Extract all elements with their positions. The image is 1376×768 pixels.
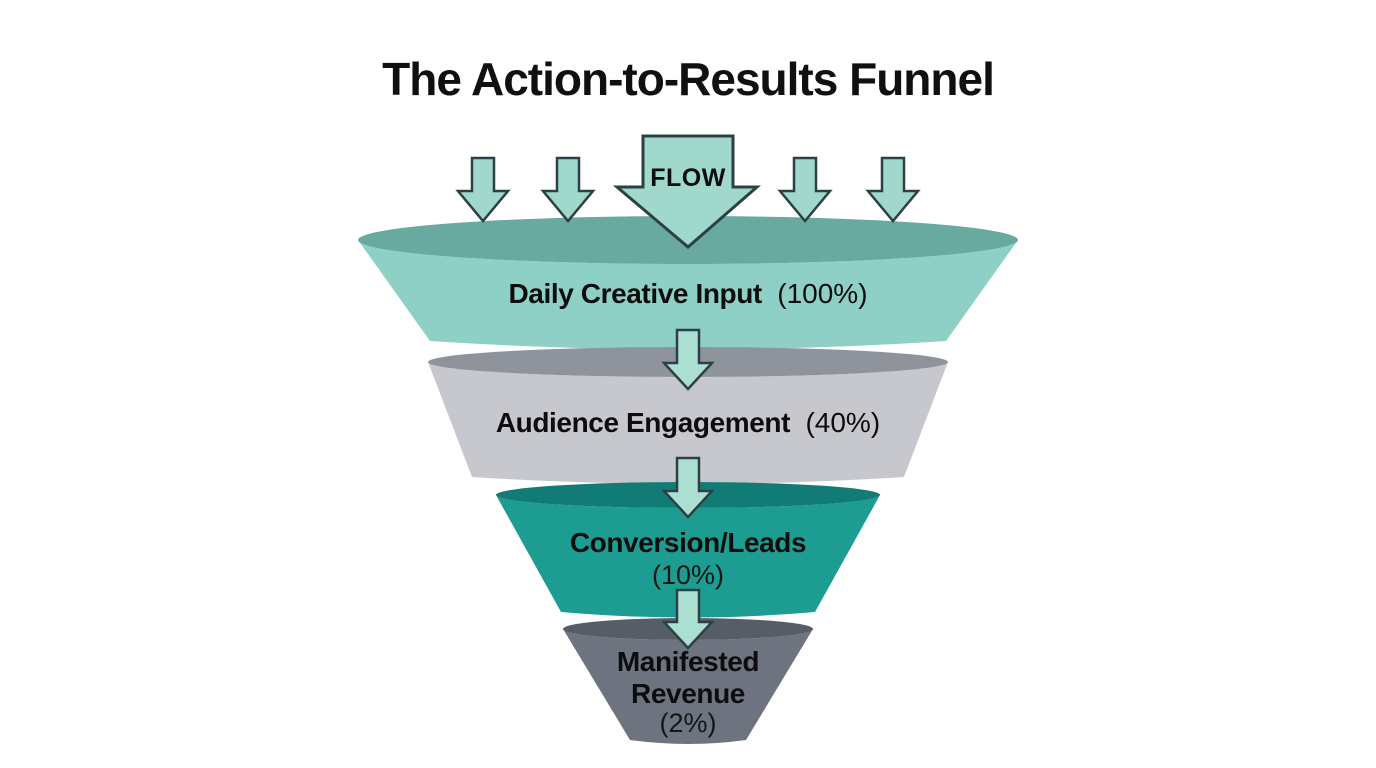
funnel-stage-1 (358, 216, 1018, 350)
stage-4-value: (2%) (659, 708, 716, 738)
stage-3-value: (10%) (652, 560, 724, 590)
connector-arrow-icon-3 (661, 588, 715, 650)
top-input-arrows (455, 134, 921, 249)
stage-3-name: Conversion/Leads (570, 527, 806, 558)
stage-3-body (496, 495, 880, 618)
connector-arrow-icon-2 (661, 456, 715, 519)
stage-4-name-line-2: Revenue (631, 678, 745, 709)
stage-4-name-line-1: Manifested (617, 646, 759, 677)
page-title: The Action-to-Results Funnel (382, 53, 995, 105)
stage-1-name: Daily Creative Input (508, 278, 761, 309)
stage-1-value: (100%) (777, 278, 867, 309)
flow-arrow-icon (612, 134, 762, 249)
funnel-stage-2 (428, 347, 948, 484)
down-arrow-icon-3 (777, 156, 833, 223)
down-arrow-icon-4 (865, 156, 921, 223)
stage-2-body (428, 362, 948, 484)
flow-arrow-label: FLOW (650, 164, 726, 192)
funnel-stage-3 (496, 482, 880, 618)
stage-4-body (563, 629, 813, 744)
stage-1-label: Daily Creative Input (100%) (508, 278, 867, 309)
connector-arrows (661, 328, 715, 650)
down-arrow-icon-2 (540, 156, 596, 223)
stage-2-value: (40%) (805, 407, 880, 438)
connector-arrow-icon-1 (661, 328, 715, 391)
stage-2-label: Audience Engagement (40%) (496, 407, 880, 438)
stage-1-body (358, 240, 1018, 350)
stage-2-name: Audience Engagement (496, 407, 790, 438)
down-arrow-icon-1 (455, 156, 511, 223)
